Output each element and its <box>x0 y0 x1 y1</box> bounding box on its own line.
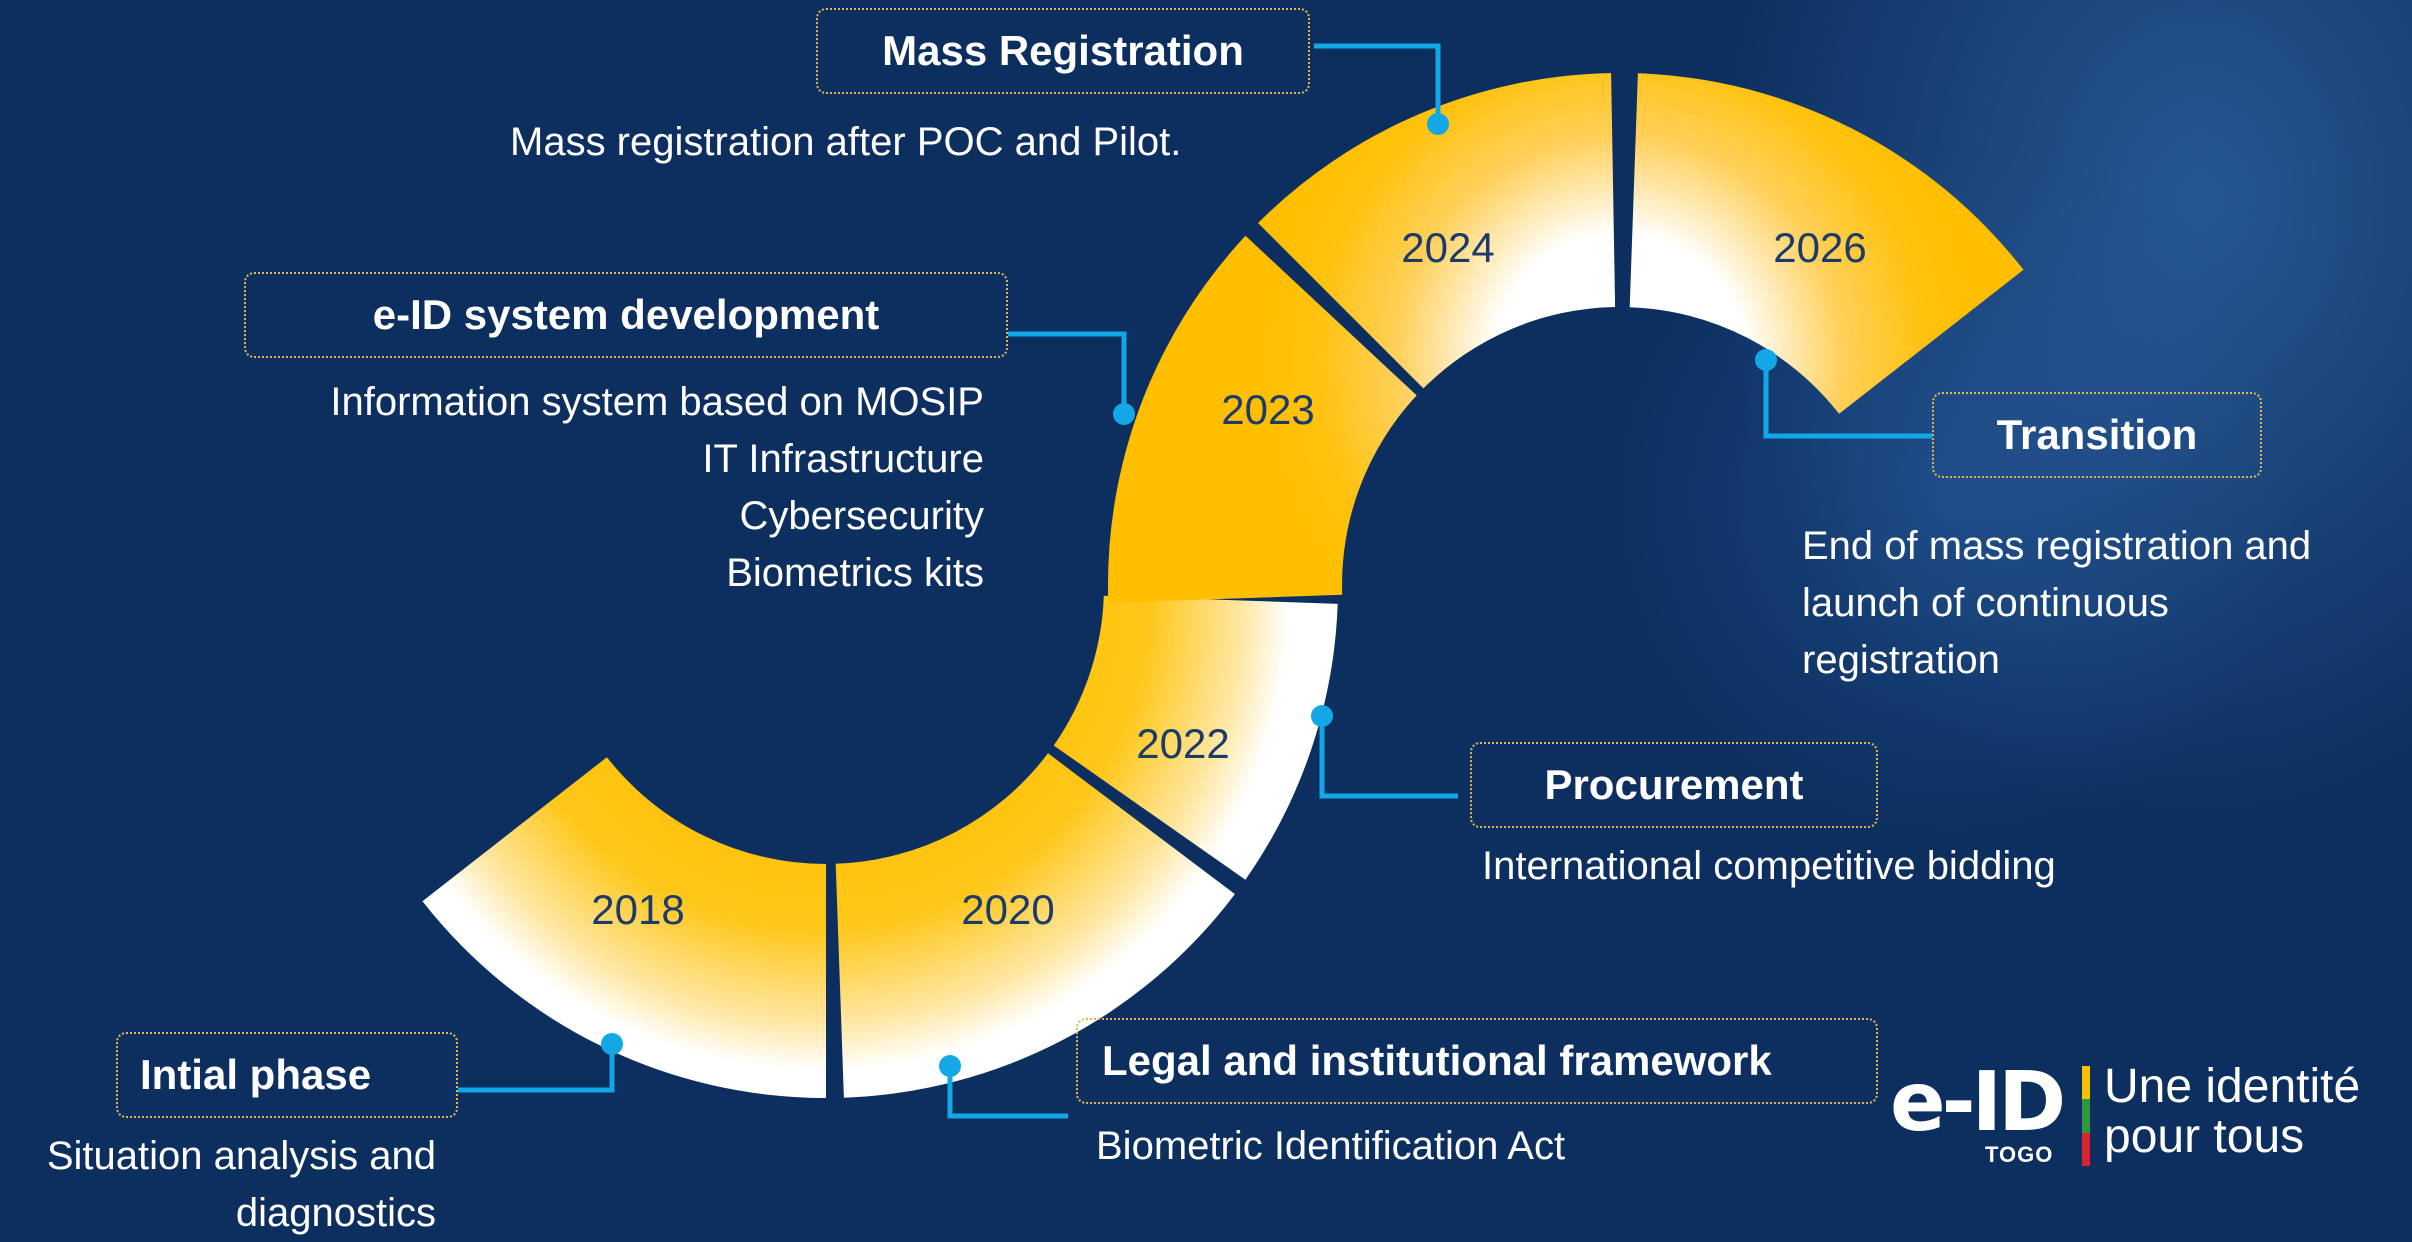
logo-tagline-line: pour tous <box>2104 1110 2305 1163</box>
milestone-box-mass-registration: Mass Registration <box>816 8 1310 94</box>
logo-tagline-line: Une identité <box>2104 1060 2361 1113</box>
desc-line: Situation analysis and <box>46 1134 436 1178</box>
milestone-title-mass-registration: Mass Registration <box>882 27 1244 74</box>
milestone-title-procurement: Procurement <box>1544 761 1804 808</box>
connector-dot <box>1311 705 1333 727</box>
segment-year-label: 2022 <box>1136 720 1229 767</box>
desc-line: Biometric Identification Act <box>1096 1124 1566 1168</box>
desc-line: IT Infrastructure <box>702 437 984 481</box>
milestone-desc-procurement: International competitive bidding <box>1482 838 2056 895</box>
milestone-box-eid-system: e-ID system development <box>244 272 1008 358</box>
connector-mass-registration <box>1314 43 1441 124</box>
milestone-box-transition: Transition <box>1932 392 2262 478</box>
desc-line: diagnostics <box>235 1191 436 1235</box>
segment-2018 <box>422 757 826 1098</box>
connector-legal <box>947 1066 1068 1119</box>
timeline-segments: 2018 2020 2022 2023 2024 2026 <box>422 73 2024 1098</box>
connector-dot <box>1755 349 1777 371</box>
segment-2024 <box>1258 73 1616 389</box>
segment-year-label: 2026 <box>1773 224 1866 271</box>
milestone-box-procurement: Procurement <box>1470 742 1878 828</box>
logo-mark: e-ID <box>1890 1055 2066 1150</box>
milestone-box-initial: Intial phase <box>116 1032 458 1118</box>
desc-line: End of mass registration and <box>1802 524 2312 568</box>
segment-year-label: 2023 <box>1221 386 1314 433</box>
segment-2022 <box>1053 595 1338 880</box>
milestone-desc-mass-registration: Mass registration after POC and Pilot. <box>510 114 1181 171</box>
desc-line: Biometrics kits <box>726 551 984 595</box>
logo-tagline: Une identité pour tous <box>2104 1062 2360 1162</box>
segment-2023 <box>1107 235 1417 603</box>
milestone-title-initial: Intial phase <box>140 1051 372 1098</box>
eid-togo-logo: e-ID TOGO Une identité pour tous <box>1890 1058 2400 1178</box>
segment-year-label: 2020 <box>961 886 1054 933</box>
connector-dot <box>939 1055 961 1077</box>
milestone-desc-initial: Situation analysis and diagnostics <box>47 1128 436 1242</box>
milestone-title-legal: Legal and institutional framework <box>1102 1037 1772 1084</box>
desc-line: registration <box>1802 638 2000 682</box>
desc-line: Mass registration after POC and Pilot. <box>510 120 1182 164</box>
desc-line: Cybersecurity <box>739 494 984 538</box>
desc-line: launch of continuous <box>1802 581 2169 625</box>
segment-2020 <box>835 753 1235 1098</box>
connector-eid-system <box>1008 331 1127 414</box>
milestone-title-transition: Transition <box>1996 411 2198 458</box>
connector-transition <box>1763 360 1932 439</box>
milestone-title-eid-system: e-ID system development <box>372 291 880 338</box>
desc-line: Information system based on MOSIP <box>330 380 984 424</box>
segment-2026 <box>1629 73 2024 414</box>
connector-dot <box>601 1033 623 1055</box>
segment-year-label: 2024 <box>1401 224 1494 271</box>
milestone-desc-eid-system: Information system based on MOSIP IT Inf… <box>330 374 984 602</box>
flag-bar-icon <box>2082 1066 2090 1166</box>
milestone-desc-legal: Biometric Identification Act <box>1096 1118 1565 1175</box>
desc-line: International competitive bidding <box>1482 844 2056 888</box>
connector-lines <box>458 43 1932 1119</box>
logo-country: TOGO <box>1985 1142 2054 1167</box>
connector-dot <box>1113 403 1135 425</box>
milestone-desc-transition: End of mass registration and launch of c… <box>1802 518 2311 689</box>
milestone-box-legal: Legal and institutional framework <box>1076 1018 1878 1104</box>
connector-procurement <box>1319 716 1458 799</box>
connector-dot <box>1427 113 1449 135</box>
connector-initial <box>458 1044 615 1093</box>
segment-year-label: 2018 <box>591 886 684 933</box>
